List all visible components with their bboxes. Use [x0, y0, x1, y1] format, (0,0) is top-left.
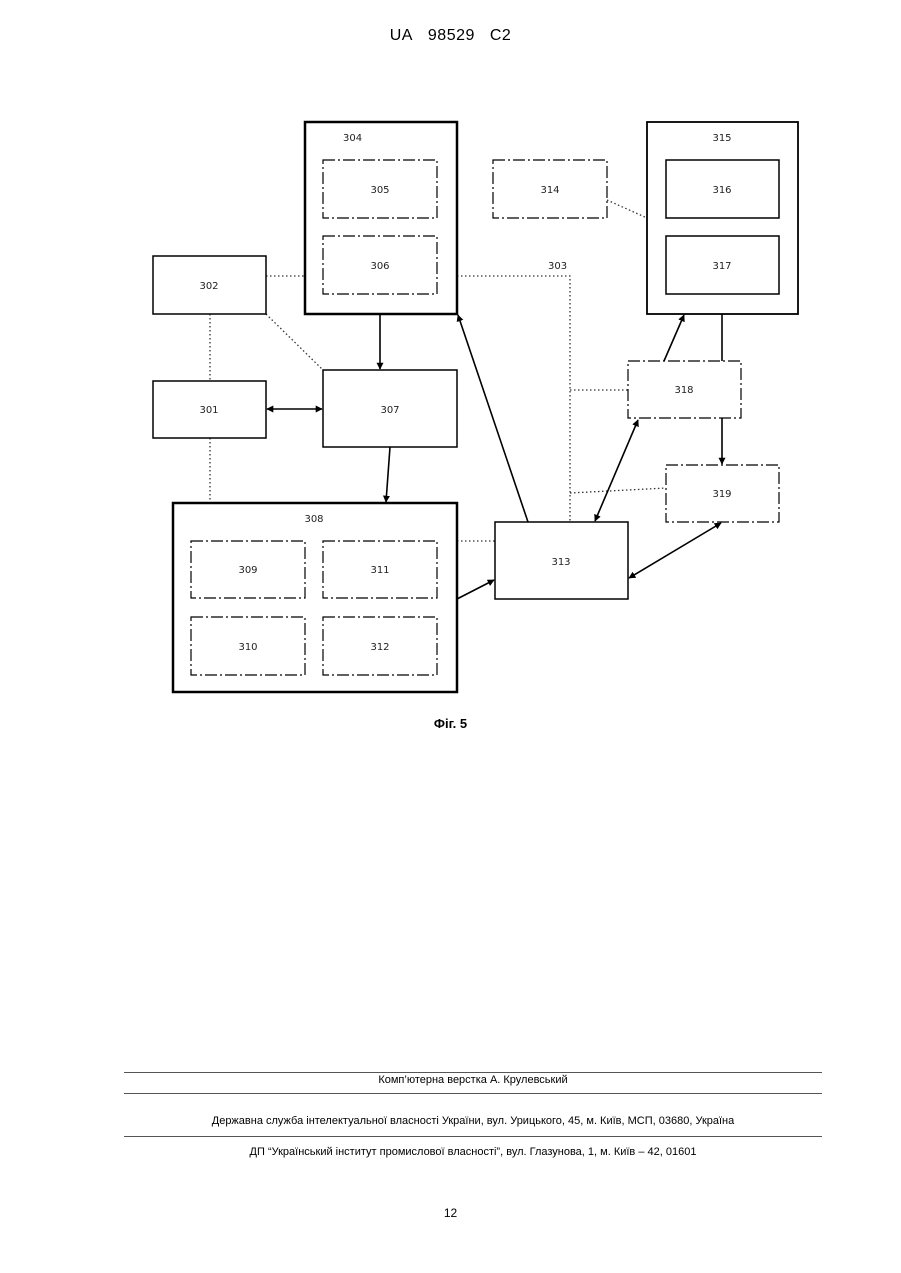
arrow-318-315	[664, 315, 684, 361]
arrow-313-319	[629, 523, 721, 578]
arrow-318-313	[595, 420, 638, 521]
label-313: 313	[551, 557, 570, 568]
label-303: 303	[548, 261, 567, 272]
label-304: 304	[343, 133, 362, 144]
agency-address: Державна служба інтелектуальної власност…	[124, 1115, 822, 1127]
footer-rule-2	[124, 1093, 822, 1094]
label-311: 311	[370, 565, 389, 576]
label-312: 312	[370, 642, 389, 653]
label-316: 316	[712, 185, 731, 196]
institute-address: ДП “Український інститут промислової вла…	[124, 1146, 822, 1158]
label-317: 317	[712, 261, 731, 272]
footer-rule-3	[124, 1136, 822, 1137]
footer-rule-1	[124, 1072, 822, 1073]
connector-306-313	[457, 276, 570, 522]
label-310: 310	[238, 642, 257, 653]
label-305: 305	[370, 185, 389, 196]
label-318: 318	[674, 385, 693, 396]
layout-credit: Комп’ютерна верстка А. Крулевський	[124, 1074, 822, 1086]
connector-302-307	[266, 314, 323, 370]
figure-caption: Фіг. 5	[0, 716, 901, 731]
label-306: 306	[370, 261, 389, 272]
block-diagram: 302 301 303 304 305 306 307 308 309 310 …	[0, 0, 901, 740]
solid-blocks	[153, 122, 798, 692]
label-309: 309	[238, 565, 257, 576]
connector-303-319	[570, 488, 666, 493]
label-307: 307	[380, 405, 399, 416]
label-308: 308	[304, 514, 323, 525]
dashdot-blocks	[191, 160, 779, 675]
block-labels: 302 301 303 304 305 306 307 308 309 310 …	[199, 133, 731, 653]
label-315: 315	[712, 133, 731, 144]
label-319: 319	[712, 489, 731, 500]
connector-314-315	[607, 200, 647, 218]
arrow-308-313	[457, 580, 494, 599]
page-number: 12	[0, 1206, 901, 1220]
label-314: 314	[540, 185, 559, 196]
arrow-307-308	[386, 447, 390, 502]
arrow-313-304	[458, 315, 528, 522]
label-301: 301	[199, 405, 218, 416]
label-302: 302	[199, 281, 218, 292]
